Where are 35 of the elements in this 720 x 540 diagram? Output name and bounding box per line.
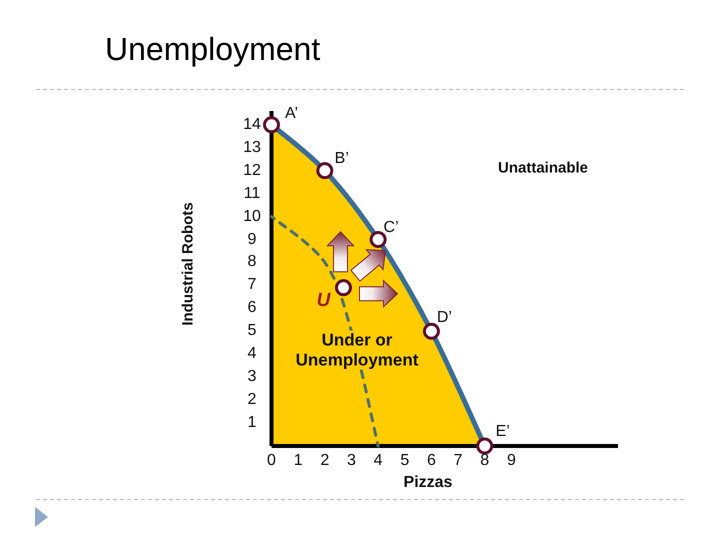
- tick-label: 2: [320, 452, 330, 470]
- tick-label: 12: [243, 162, 261, 180]
- tick-label: 9: [248, 230, 256, 249]
- point-label: U: [316, 290, 330, 312]
- tick-label: 1: [294, 452, 303, 470]
- tick-label: 14: [243, 116, 261, 134]
- tick-label: 11: [244, 184, 260, 203]
- point-label: A’: [284, 104, 298, 123]
- tick-label: 5: [400, 452, 410, 470]
- point-label: D’: [436, 309, 452, 328]
- point-label: C’: [384, 218, 399, 237]
- slide-title: Unemployment: [105, 33, 320, 65]
- axis-title: Pizzas: [404, 474, 452, 492]
- tick-label: 3: [347, 452, 356, 470]
- tick-label: 6: [426, 452, 436, 470]
- tick-label: 10: [243, 207, 261, 226]
- tick-label: 7: [454, 452, 463, 470]
- tick-label: 4: [248, 345, 256, 364]
- tick-label: 0: [267, 452, 276, 470]
- tick-label: 13: [243, 138, 261, 157]
- tick-label: 3: [248, 368, 256, 386]
- tick-label: 8: [480, 452, 490, 470]
- tick-label: 9: [506, 452, 516, 470]
- tick-label: 5: [248, 322, 256, 340]
- tick-label: 4: [374, 452, 383, 470]
- region-label: Unattainable: [498, 159, 588, 177]
- region-label: Under or Unemployment: [295, 330, 419, 370]
- point-label: B’: [334, 150, 349, 168]
- tick-label: 7: [248, 276, 256, 295]
- tick-label: 6: [248, 299, 256, 318]
- axis-title: Industrial Robots: [179, 202, 197, 326]
- point-label: E’: [496, 422, 510, 442]
- tick-label: 8: [248, 253, 256, 272]
- tick-label: 2: [248, 390, 256, 410]
- tick-label: 1: [248, 414, 256, 432]
